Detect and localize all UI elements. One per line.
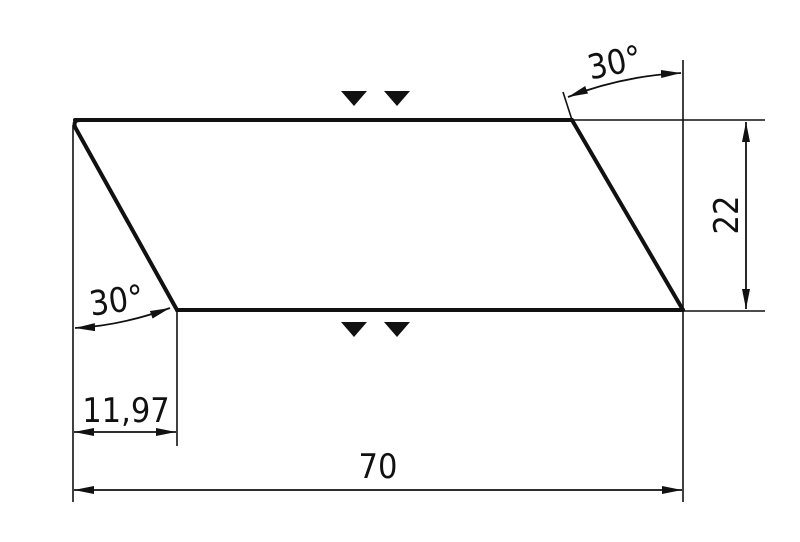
surface-finish-bottom-left-icon [341,322,367,337]
extension-lines [72,60,765,502]
surface-finish-symbols [341,91,410,337]
part-outline [72,118,685,312]
left-edge [73,125,179,312]
dim-text-70: 70 [359,447,398,487]
dim-arc-bottom-30 [74,307,171,332]
surface-finish-top-left-icon [341,91,367,106]
dim-text-22: 22 [707,196,747,235]
right-edge [570,118,685,312]
dim-text-11-97: 11,97 [82,391,170,431]
left-corner [72,118,82,129]
dim-text-angle-top: 30° [584,38,645,88]
dim-text-angle-bottom: 30° [87,278,146,325]
dim-arc-top-30 [567,70,682,98]
surface-finish-bottom-right-icon [384,322,410,337]
dimension-lines [74,70,750,494]
ext-top-angle-line [562,91,573,121]
surface-finish-top-right-icon [384,91,410,106]
